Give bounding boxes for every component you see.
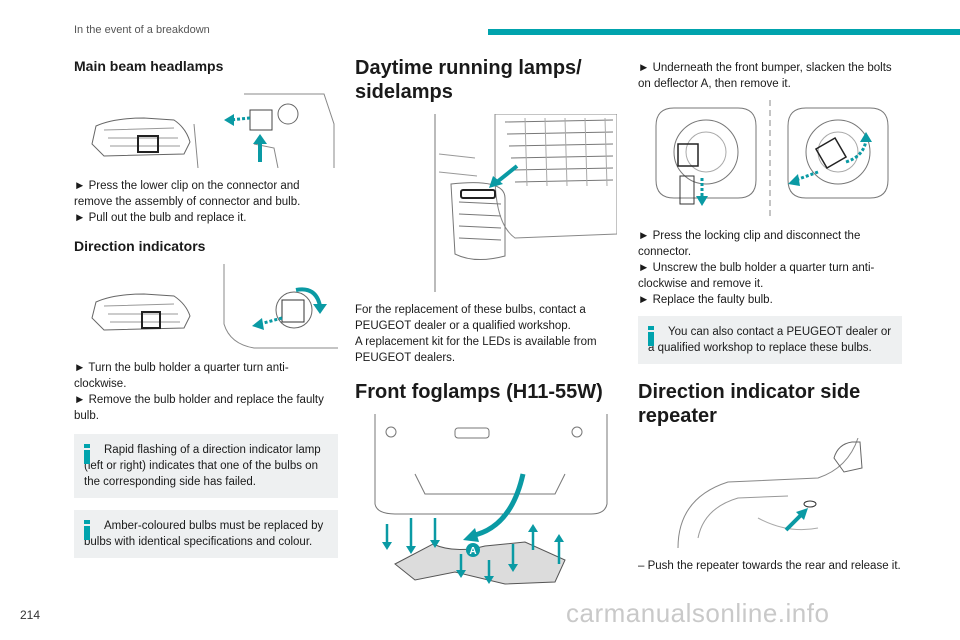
page-number: 214 <box>20 608 41 622</box>
repeater-heading: Direction indicator side repeater <box>638 381 861 427</box>
step-replace: ► Replace the faulty bulb. <box>638 294 773 306</box>
foglamps-deflector-illustration: A <box>374 414 608 585</box>
info-icon <box>648 326 654 346</box>
accent-bar <box>488 29 960 35</box>
info-icon <box>84 444 90 464</box>
drl-text-1: For the replacement of these bulbs, cont… <box>355 304 586 332</box>
note-dealer-text: You can also contact a PEUGEOT dealer or… <box>648 326 892 354</box>
drl-text-2: A replacement kit for the LEDs is availa… <box>355 336 597 364</box>
info-note-dealer: You can also contact a PEUGEOT dealer or… <box>638 316 902 364</box>
main-beam-step-2: ► Pull out the bulb and replace it. <box>74 212 247 224</box>
drl-illustration <box>434 114 617 292</box>
direction-indicators-heading: Direction indicators <box>74 238 206 254</box>
foglamps-heading: Front foglamps (H11-55W) <box>355 381 603 403</box>
info-note-amber: Amber-coloured bulbs must be replaced by… <box>74 510 338 558</box>
main-beam-step-1: ► Press the lower clip on the connector … <box>74 180 301 208</box>
column-3: ► Underneath the front bumper, slacken t… <box>638 52 902 574</box>
note-amber-text: Amber-coloured bulbs must be replaced by… <box>84 520 324 548</box>
watermark: carmanualsonline.info <box>566 598 830 628</box>
note-flashing-text: Rapid flashing of a direction indicator … <box>84 444 321 488</box>
column-2: Daytime running lamps/ sidelamps For the… <box>355 52 617 602</box>
info-note-flashing: Rapid flashing of a direction indicator … <box>74 434 338 498</box>
info-icon <box>84 520 90 540</box>
column-1: Main beam headlamps ► Press the lower cl… <box>74 52 338 558</box>
direction-indicators-illustration <box>91 264 338 349</box>
step-locking-clip: ► Press the locking clip and disconnect … <box>638 230 861 258</box>
step-deflector: ► Underneath the front bumper, slacken t… <box>638 62 892 90</box>
running-head: In the event of a breakdown <box>74 24 210 36</box>
main-beam-heading: Main beam headlamps <box>74 58 224 74</box>
repeater-step: – Push the repeater towards the rear and… <box>638 560 901 572</box>
indicators-step-2: ► Remove the bulb holder and replace the… <box>74 394 324 422</box>
indicators-step-1: ► Turn the bulb holder a quarter turn an… <box>74 362 289 390</box>
drl-heading: Daytime running lamps/ sidelamps <box>355 57 582 103</box>
side-repeater-illustration <box>677 438 863 548</box>
step-unscrew: ► Unscrew the bulb holder a quarter turn… <box>638 262 875 290</box>
deflector-label-a: A <box>469 546 476 557</box>
main-beam-illustration <box>91 93 335 168</box>
foglamp-connector-illustration <box>655 100 889 218</box>
